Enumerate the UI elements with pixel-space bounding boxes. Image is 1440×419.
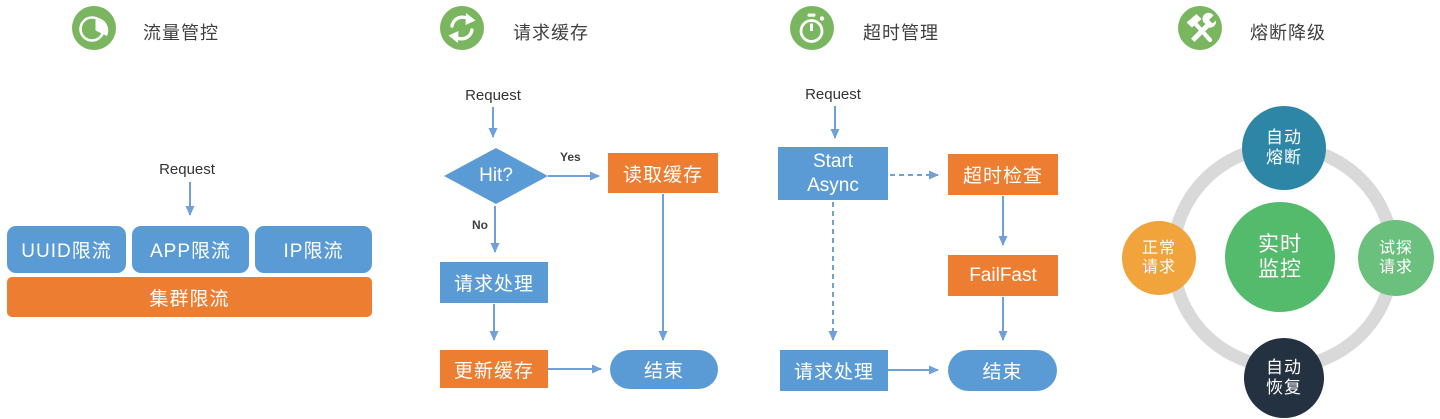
panel-title-circuit: 熔断降级 bbox=[1250, 23, 1326, 43]
yes-edge-label: Yes bbox=[560, 150, 581, 164]
timeout-check-box: 超时检查 bbox=[948, 154, 1058, 195]
start-async-line2: Async bbox=[807, 174, 859, 196]
uuid-limit-box: UUID限流 bbox=[7, 226, 126, 273]
panel-title-timeout: 超时管理 bbox=[863, 23, 939, 43]
probe-request-circle: 试探 请求 bbox=[1358, 220, 1434, 296]
stopwatch-icon bbox=[789, 5, 835, 51]
process-request-box-cache: 请求处理 bbox=[440, 262, 548, 303]
normal-request-circle: 正常 请求 bbox=[1122, 221, 1196, 295]
panel-title-cache: 请求缓存 bbox=[513, 23, 589, 43]
failfast-box: FailFast bbox=[948, 255, 1058, 296]
update-cache-box: 更新缓存 bbox=[440, 350, 548, 388]
panel-title-traffic: 流量管控 bbox=[143, 23, 219, 43]
pie-chart-icon bbox=[71, 5, 117, 51]
cluster-limit-box: 集群限流 bbox=[7, 277, 372, 317]
ip-limit-box: IP限流 bbox=[255, 226, 372, 273]
no-edge-label: No bbox=[472, 218, 488, 232]
refresh-icon bbox=[439, 5, 485, 51]
auto-break-circle: 自动 熔断 bbox=[1242, 106, 1326, 190]
request-label-traffic: Request bbox=[159, 161, 215, 178]
start-async-box: Start Async bbox=[778, 147, 888, 200]
read-cache-box: 读取缓存 bbox=[608, 153, 718, 193]
request-label-timeout: Request bbox=[805, 86, 861, 103]
process-request-box-timeout: 请求处理 bbox=[780, 350, 888, 391]
realtime-monitor-circle: 实时 监控 bbox=[1225, 202, 1335, 312]
auto-recover-circle: 自动 恢复 bbox=[1244, 338, 1324, 418]
end-node-timeout: 结束 bbox=[948, 350, 1057, 391]
app-limit-box: APP限流 bbox=[132, 226, 249, 273]
end-node-cache: 结束 bbox=[610, 350, 718, 389]
request-label-cache: Request bbox=[465, 87, 521, 104]
start-async-line1: Start bbox=[812, 150, 854, 172]
tools-icon bbox=[1177, 5, 1223, 51]
